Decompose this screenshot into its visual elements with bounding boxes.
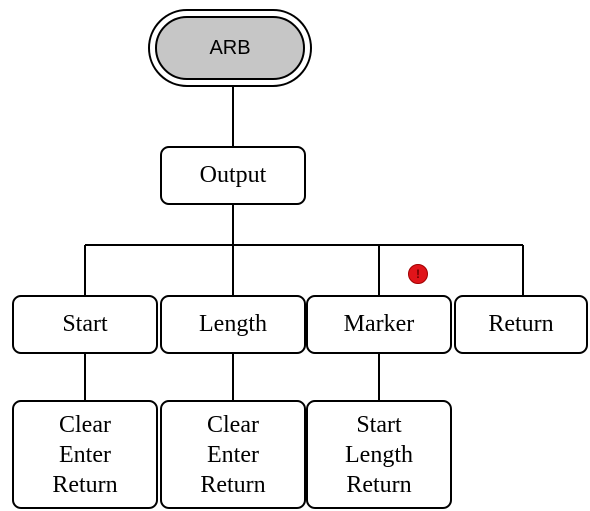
arb-key[interactable]: ARB xyxy=(148,9,312,87)
length-softkey[interactable]: Length xyxy=(160,295,306,354)
output-label: Output xyxy=(199,162,267,188)
start-submenu-item-clear[interactable]: Clear xyxy=(59,411,111,438)
start-submenu-item-return[interactable]: Return xyxy=(52,471,118,498)
arb-label: ARB xyxy=(155,16,305,80)
return-softkey[interactable]: Return xyxy=(454,295,588,354)
start-label: Start xyxy=(62,311,108,337)
start-submenu-box: Clear Enter Return xyxy=(12,400,158,509)
marker-submenu-item-return[interactable]: Return xyxy=(346,471,412,498)
note-marker-icon: ! xyxy=(408,264,428,284)
output-menu-box[interactable]: Output xyxy=(160,146,306,205)
length-label: Length xyxy=(199,311,267,337)
return-label: Return xyxy=(488,311,554,337)
marker-submenu-box: Start Length Return xyxy=(306,400,452,509)
length-submenu-box: Clear Enter Return xyxy=(160,400,306,509)
marker-softkey[interactable]: Marker xyxy=(306,295,452,354)
marker-label: Marker xyxy=(343,311,415,337)
marker-submenu-item-start[interactable]: Start xyxy=(356,411,402,438)
length-submenu-item-clear[interactable]: Clear xyxy=(207,411,259,438)
start-submenu-item-enter[interactable]: Enter xyxy=(59,441,111,468)
marker-submenu-item-length[interactable]: Length xyxy=(345,441,413,468)
start-softkey[interactable]: Start xyxy=(12,295,158,354)
length-submenu-item-enter[interactable]: Enter xyxy=(207,441,259,468)
length-submenu-item-return[interactable]: Return xyxy=(200,471,266,498)
